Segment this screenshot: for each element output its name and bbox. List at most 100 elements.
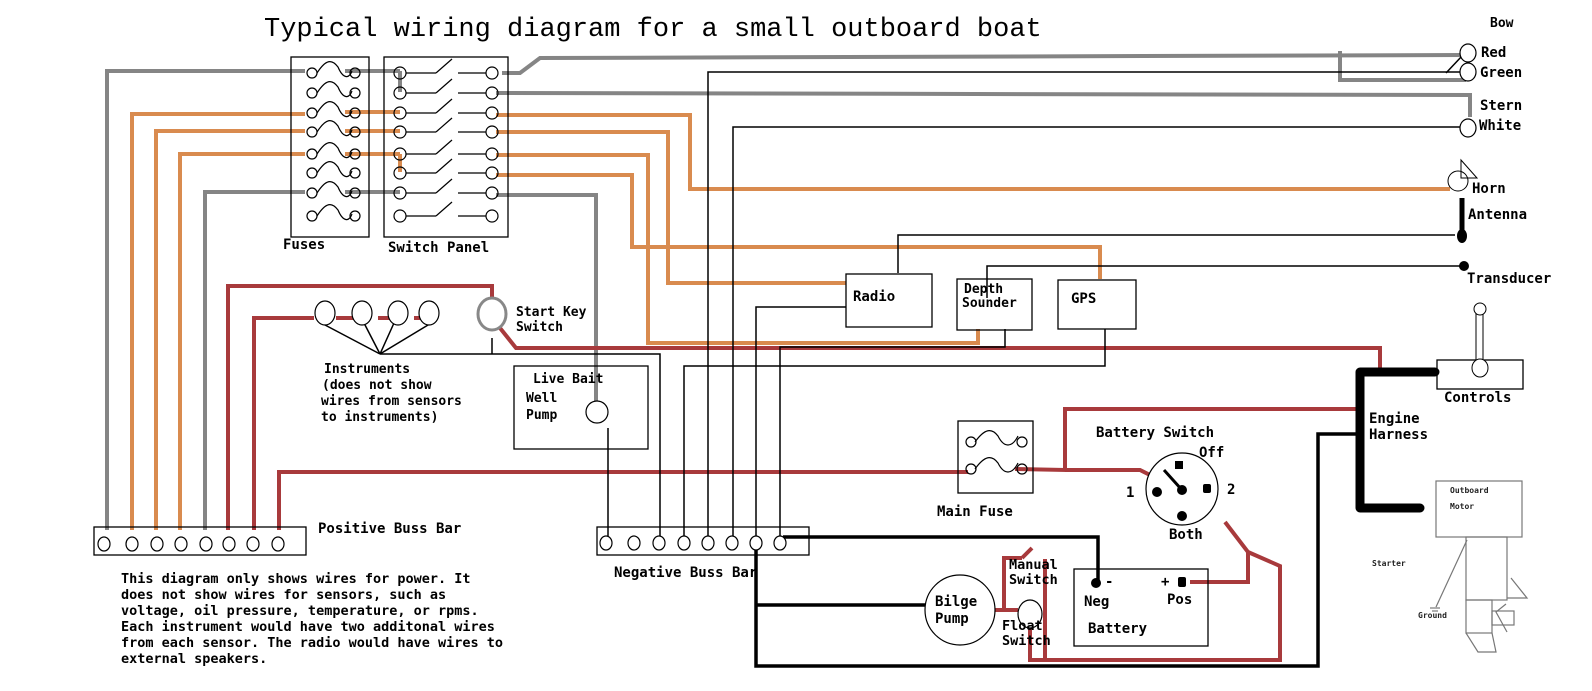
positive-terminal bbox=[125, 536, 139, 552]
battery-neg-label: Neg bbox=[1084, 594, 1109, 610]
instruments bbox=[314, 300, 440, 326]
instrument-gauge bbox=[418, 300, 440, 326]
negative-terminal bbox=[627, 535, 641, 551]
horn-label: Horn bbox=[1472, 181, 1506, 197]
outboard-motor bbox=[1430, 480, 1529, 653]
transducer bbox=[1459, 261, 1469, 271]
well-pump-label: Well Pump bbox=[526, 391, 565, 423]
negative-terminal bbox=[749, 535, 763, 551]
red-light bbox=[1459, 43, 1477, 63]
bow-label: Bow bbox=[1490, 16, 1514, 31]
live-bait-label: Live Bait bbox=[533, 372, 603, 387]
toggle-switch bbox=[393, 201, 499, 223]
starter-label: Starter bbox=[1372, 559, 1406, 568]
transducer-label: Transducer bbox=[1467, 271, 1551, 287]
diagram-title: Typical wiring diagram for a small outbo… bbox=[264, 15, 1042, 45]
controls-lever bbox=[1436, 302, 1524, 390]
fuse bbox=[306, 120, 361, 138]
depth-sounder-unit bbox=[956, 278, 1033, 331]
battery-pos-label: Pos bbox=[1167, 592, 1192, 608]
instrument-gauge bbox=[387, 300, 409, 326]
battery-minus: - bbox=[1105, 574, 1113, 590]
main-fuse-label: Main Fuse bbox=[937, 504, 1013, 520]
positive-terminal bbox=[97, 536, 111, 552]
battery-switch bbox=[1145, 452, 1219, 526]
radio-unit bbox=[845, 273, 933, 328]
radio-label: Radio bbox=[853, 289, 895, 305]
positive-terminal bbox=[222, 536, 236, 552]
instruments-label: Instruments (does not show wires from se… bbox=[321, 362, 470, 425]
fuse bbox=[306, 204, 361, 222]
negative-buss-bar-label: Negative Buss Bar bbox=[614, 565, 757, 581]
battery-switch-1: 1 bbox=[1126, 485, 1134, 501]
positive-terminal bbox=[174, 536, 188, 552]
red-light-label: Red bbox=[1481, 45, 1506, 61]
engine-harness-label: Engine Harness bbox=[1369, 411, 1428, 443]
switch-panel bbox=[383, 56, 509, 238]
fuse bbox=[306, 161, 361, 179]
battery-switch-2: 2 bbox=[1227, 482, 1235, 498]
positive-terminal bbox=[199, 536, 213, 552]
positive-terminal bbox=[271, 536, 285, 552]
gps-label: GPS bbox=[1071, 291, 1096, 307]
float-switch-label: Float Switch bbox=[1002, 618, 1051, 649]
negative-terminal bbox=[773, 535, 787, 551]
negative-terminal bbox=[677, 535, 691, 551]
toggle-switch bbox=[393, 158, 499, 180]
battery-switch-both: Both bbox=[1169, 527, 1203, 543]
gray-wires bbox=[105, 51, 1472, 530]
bilge-pump-label: Bilge Pump bbox=[935, 594, 986, 627]
green-light-label: Green bbox=[1480, 65, 1522, 81]
engine-harness-cable bbox=[1355, 367, 1440, 513]
battery-label: Battery bbox=[1088, 621, 1148, 637]
negative-terminal bbox=[701, 535, 715, 551]
positive-buss-bar-label: Positive Buss Bar bbox=[318, 521, 461, 537]
battery-switch-label: Battery Switch bbox=[1096, 425, 1214, 441]
fuse bbox=[306, 181, 361, 199]
controls-label: Controls bbox=[1444, 390, 1511, 406]
fuse bbox=[306, 81, 361, 99]
fuse bbox=[306, 101, 361, 119]
red-wires bbox=[226, 284, 1382, 662]
power-only-note: This diagram only shows wires for power.… bbox=[121, 571, 511, 667]
instrument-gauge bbox=[314, 300, 336, 326]
instrument-gauge bbox=[351, 300, 373, 326]
battery bbox=[1073, 568, 1209, 647]
negative-terminal bbox=[652, 535, 666, 551]
horn bbox=[1447, 158, 1479, 192]
gps-unit bbox=[1057, 279, 1137, 330]
stern-label: Stern bbox=[1480, 98, 1522, 114]
antenna-label: Antenna bbox=[1468, 207, 1527, 223]
bilge-pump bbox=[924, 574, 996, 646]
outboard-motor-label: Outboard Motor bbox=[1450, 486, 1493, 511]
start-key-switch bbox=[476, 296, 508, 332]
negative-terminal bbox=[725, 535, 739, 551]
main-fuse bbox=[957, 420, 1034, 494]
toggle-switch bbox=[393, 117, 499, 139]
battery-plus: + bbox=[1161, 574, 1169, 590]
toggle-switch bbox=[393, 58, 499, 80]
negative-buss-bar bbox=[596, 526, 810, 556]
fuse bbox=[306, 61, 361, 79]
ground-wires-thin bbox=[324, 55, 1463, 537]
battery-switch-off: Off bbox=[1199, 445, 1224, 461]
negative-terminal bbox=[599, 535, 613, 551]
switch-panel-label: Switch Panel bbox=[388, 240, 489, 256]
ground-label: Ground bbox=[1418, 611, 1447, 620]
depth-sounder-label: Depth Sounder bbox=[962, 282, 1017, 311]
fuses-label: Fuses bbox=[283, 237, 325, 253]
antenna bbox=[1457, 198, 1467, 243]
orange-wires bbox=[130, 110, 1450, 530]
green-light bbox=[1459, 62, 1477, 82]
manual-switch-label: Manual Switch bbox=[1009, 557, 1066, 588]
fuse-block bbox=[290, 56, 370, 238]
positive-buss-bar bbox=[93, 526, 307, 556]
toggle-switch bbox=[393, 178, 499, 200]
positive-terminal bbox=[246, 536, 260, 552]
white-light bbox=[1459, 118, 1477, 138]
toggle-switch bbox=[393, 139, 499, 161]
toggle-switch bbox=[393, 98, 499, 120]
start-key-switch-label: Start Key Switch bbox=[516, 305, 594, 335]
fuse bbox=[306, 142, 361, 160]
